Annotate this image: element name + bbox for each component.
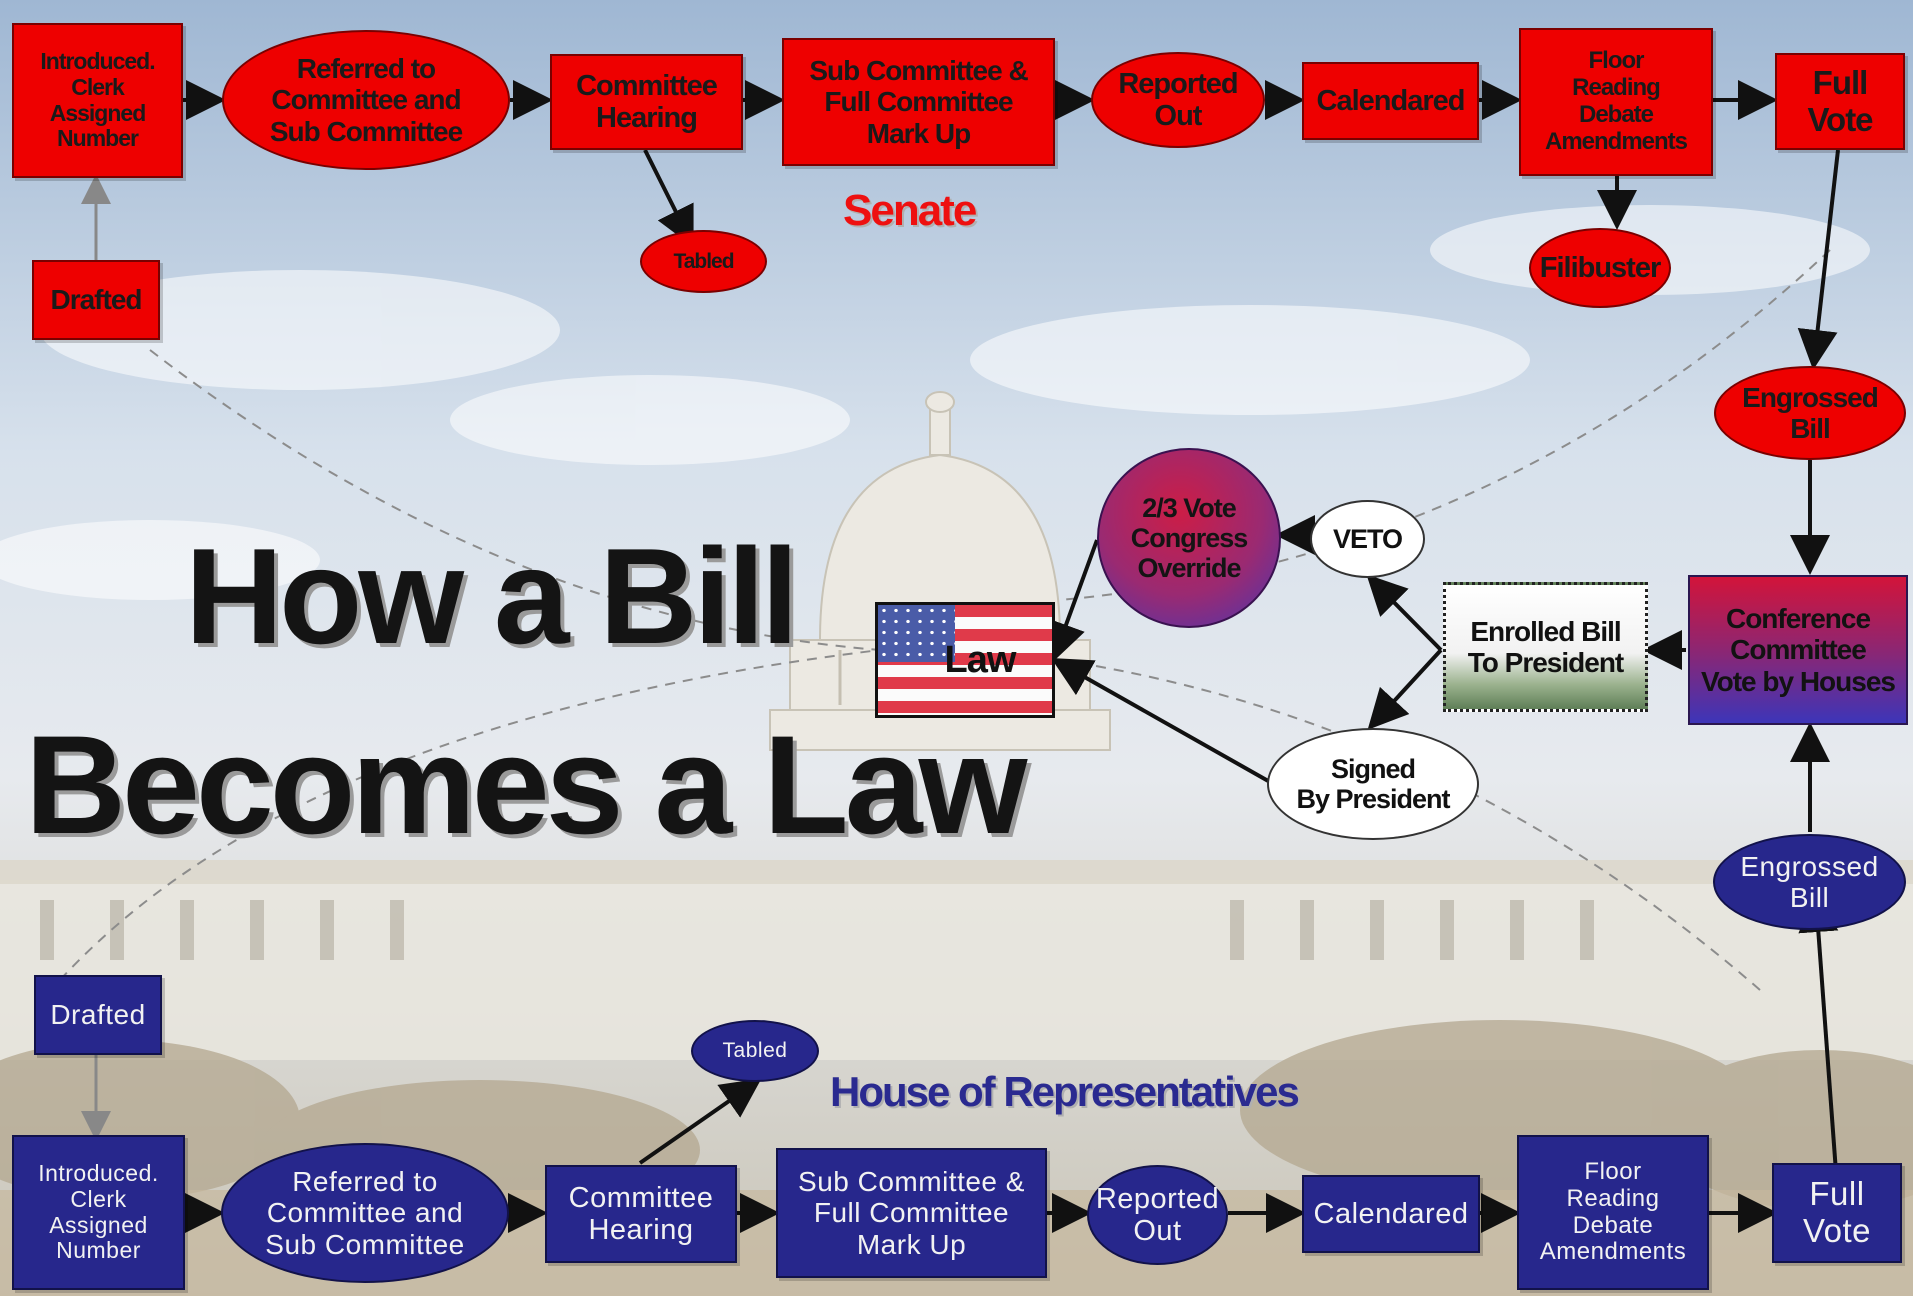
house-full-vote-box: Full Vote [1772, 1163, 1902, 1263]
conference-committee-box: Conference Committee Vote by Houses [1688, 575, 1908, 725]
title-line-2: Becomes a Law [25, 706, 1027, 863]
senate-hearing-box: Committee Hearing [550, 54, 743, 150]
house-reported-ellipse: Reported Out [1087, 1165, 1228, 1265]
senate-floor-box: Floor Reading Debate Amendments [1519, 28, 1713, 176]
senate-reported-ellipse: Reported Out [1091, 52, 1265, 148]
flag-canton [878, 605, 955, 663]
house-hearing-box: Committee Hearing [545, 1165, 737, 1263]
enrolled-bill-box: Enrolled Bill To President [1443, 582, 1648, 712]
senate-full-vote-box: Full Vote [1775, 53, 1905, 150]
house-engrossed-ellipse: Engrossed Bill [1713, 834, 1906, 930]
house-calendared-box: Calendared [1302, 1175, 1480, 1253]
override-ellipse: 2/3 Vote Congress Override [1097, 448, 1281, 628]
senate-filibuster-ellipse: Filibuster [1529, 228, 1671, 308]
veto-ellipse: VETO [1310, 500, 1425, 578]
senate-drafted-box: Drafted [32, 260, 160, 340]
senate-tabled-ellipse: Tabled [640, 230, 767, 293]
house-label: House of Representatives [830, 1068, 1300, 1115]
senate-referred-ellipse: Referred to Committee and Sub Committee [222, 30, 510, 170]
house-drafted-box: Drafted [34, 975, 162, 1055]
signed-by-president-ellipse: Signed By President [1267, 728, 1479, 840]
house-floor-box: Floor Reading Debate Amendments [1517, 1135, 1709, 1290]
senate-label: Senate [843, 186, 977, 235]
senate-engrossed-ellipse: Engrossed Bill [1714, 366, 1906, 460]
senate-calendared-box: Calendared [1302, 62, 1479, 140]
law-flag: Law [875, 602, 1055, 718]
house-referred-ellipse: Referred to Committee and Sub Committee [221, 1143, 509, 1283]
title-line-1: How a Bill [185, 520, 799, 672]
house-introduced-box: Introduced. Clerk Assigned Number [12, 1135, 185, 1290]
house-tabled-ellipse: Tabled [691, 1020, 819, 1082]
senate-introduced-box: Introduced. Clerk Assigned Number [12, 23, 183, 178]
senate-markup-box: Sub Committee & Full Committee Mark Up [782, 38, 1055, 166]
law-label: Law [944, 638, 1017, 681]
house-markup-box: Sub Committee & Full Committee Mark Up [776, 1148, 1047, 1278]
